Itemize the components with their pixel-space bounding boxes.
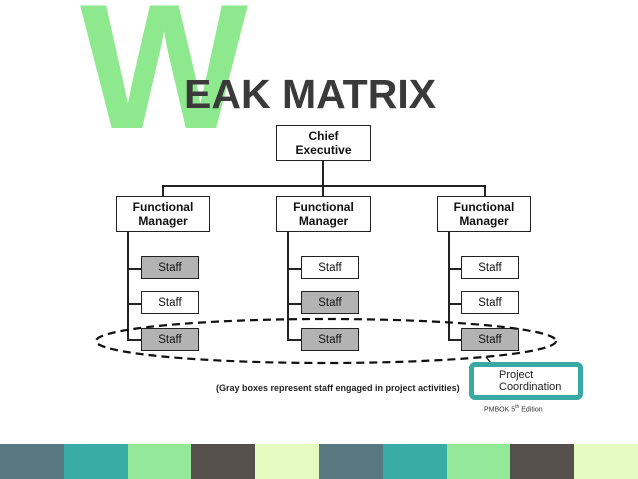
staff-branch	[127, 268, 141, 270]
footer-stripe	[318, 444, 383, 479]
staff-spine-2	[287, 231, 289, 340]
staff-branch	[448, 303, 462, 305]
connector-mgr2-up	[322, 185, 324, 197]
staff-box: Staff	[301, 291, 359, 314]
footer-color-stripes	[0, 444, 638, 479]
staff-box: Staff	[461, 291, 519, 314]
staff-branch	[127, 303, 141, 305]
connector-mgr1-up	[162, 185, 164, 197]
footer-stripe	[510, 444, 575, 479]
staff-spine-3	[448, 231, 450, 340]
connector-exec-down	[322, 160, 324, 186]
functional-manager-box: Functional Manager	[116, 196, 210, 232]
footer-stripe	[127, 444, 192, 479]
functional-manager-box: Functional Manager	[276, 196, 371, 232]
staff-branch	[448, 268, 462, 270]
title-initial-w: W	[80, 0, 248, 166]
diagram-caption: (Gray boxes represent staff engaged in p…	[216, 383, 460, 393]
staff-branch	[287, 303, 301, 305]
staff-box: Staff	[301, 256, 359, 279]
staff-box: Staff	[141, 291, 199, 314]
footer-stripe	[574, 444, 638, 479]
connector-mgr3-up	[484, 185, 486, 197]
staff-box: Staff	[301, 328, 359, 351]
staff-branch	[127, 339, 141, 341]
staff-box: Staff	[141, 328, 199, 351]
footer-stripe	[382, 444, 447, 479]
project-coordination-callout-box	[469, 362, 583, 400]
footer-stripe	[191, 444, 256, 479]
footer-stripe	[0, 444, 64, 479]
footer-stripe	[63, 444, 128, 479]
staff-branch	[287, 268, 301, 270]
functional-manager-box: Functional Manager	[437, 196, 531, 232]
footer-stripe	[255, 444, 319, 479]
staff-box: Staff	[461, 328, 519, 351]
staff-branch	[448, 339, 462, 341]
staff-box: Staff	[141, 256, 199, 279]
page-title: EAK MATRIX	[184, 71, 437, 117]
source-citation: PMBOK 5th Edition	[484, 404, 543, 414]
footer-stripe	[446, 444, 511, 479]
staff-spine-1	[127, 231, 129, 340]
project-coordination-label: Project Coordination	[499, 369, 562, 393]
staff-branch	[287, 339, 301, 341]
staff-box: Staff	[461, 256, 519, 279]
chief-executive-box: Chief Executive	[276, 125, 371, 161]
